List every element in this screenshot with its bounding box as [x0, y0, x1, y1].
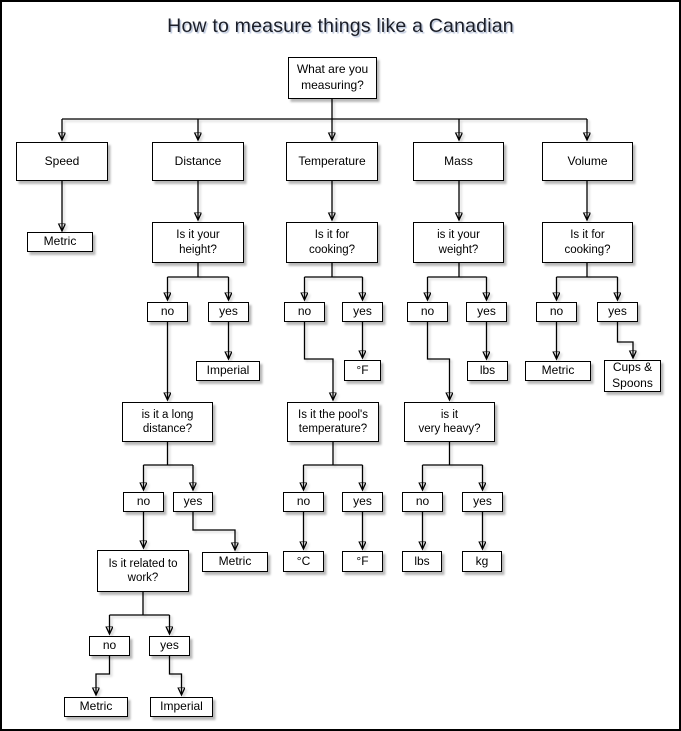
node-category-distance: Distance [152, 142, 244, 181]
node-volume-yes-1: yes [597, 302, 638, 322]
node-result-cups-spoons: Cups & Spoons [604, 360, 661, 392]
page-title: How to measure things like a Canadian [167, 15, 514, 37]
node-question-pool-temperature: Is it the pool's temperature? [287, 402, 379, 442]
node-result-fahrenheit-cooking: °F [344, 360, 381, 381]
node-question-long-distance: is it a long distance? [122, 402, 213, 442]
node-result-metric-not-work: Metric [64, 697, 128, 717]
node-question-cooking-temp: Is it for cooking? [286, 222, 378, 263]
node-result-imperial-height: Imperial [196, 361, 260, 381]
node-result-fahrenheit-pool: °F [342, 551, 383, 572]
edge [303, 322, 334, 399]
node-mass-no-2: no [402, 492, 443, 512]
node-question-related-to-work: Is it related to work? [97, 550, 189, 592]
edge [143, 442, 193, 466]
edge [304, 263, 363, 278]
node-result-kg-heavy: kg [462, 551, 502, 572]
node-category-mass: Mass [413, 142, 504, 181]
node-root-question: What are you measuring? [288, 57, 377, 99]
node-temperature-no-1: no [284, 302, 325, 322]
node-question-height: Is it your height? [152, 222, 244, 263]
node-result-lbs-not-heavy: lbs [402, 551, 442, 572]
edge [427, 263, 487, 278]
edge [422, 442, 483, 466]
node-question-weight: is it your weight? [413, 222, 504, 263]
node-mass-yes-1: yes [466, 302, 507, 322]
edge [109, 592, 170, 616]
node-distance-yes-2: yes [173, 492, 213, 512]
node-distance-yes-1: yes [208, 302, 249, 322]
node-result-lbs-weight: lbs [467, 361, 508, 381]
edge [62, 99, 587, 120]
edge [426, 322, 450, 399]
edge [616, 322, 634, 357]
node-work-no: no [89, 636, 130, 656]
node-mass-no-1: no [407, 302, 448, 322]
node-mass-yes-2: yes [462, 492, 503, 512]
edge [96, 656, 111, 694]
node-temperature-yes-1: yes [342, 302, 383, 322]
node-result-celsius: °C [283, 551, 324, 572]
node-temperature-no-2: no [283, 492, 324, 512]
edge [303, 442, 363, 466]
node-question-cooking-volume: Is it for cooking? [542, 222, 633, 263]
node-result-speed-metric: Metric [27, 232, 93, 252]
node-result-metric-long-distance: Metric [202, 552, 268, 572]
node-category-speed: Speed [16, 142, 108, 181]
node-temperature-yes-2: yes [342, 492, 383, 512]
node-distance-no-2: no [123, 492, 164, 512]
node-result-volume-metric: Metric [525, 361, 591, 381]
node-distance-no-1: no [147, 302, 188, 322]
node-volume-no-1: no [536, 302, 577, 322]
edge [192, 512, 235, 549]
node-work-yes: yes [149, 636, 190, 656]
edge [168, 656, 182, 694]
edge [167, 263, 229, 278]
edge [556, 263, 618, 278]
node-result-imperial-work: Imperial [150, 697, 213, 717]
node-category-temperature: Temperature [286, 142, 378, 181]
node-question-very-heavy: is it very heavy? [404, 402, 495, 442]
node-category-volume: Volume [542, 142, 633, 181]
